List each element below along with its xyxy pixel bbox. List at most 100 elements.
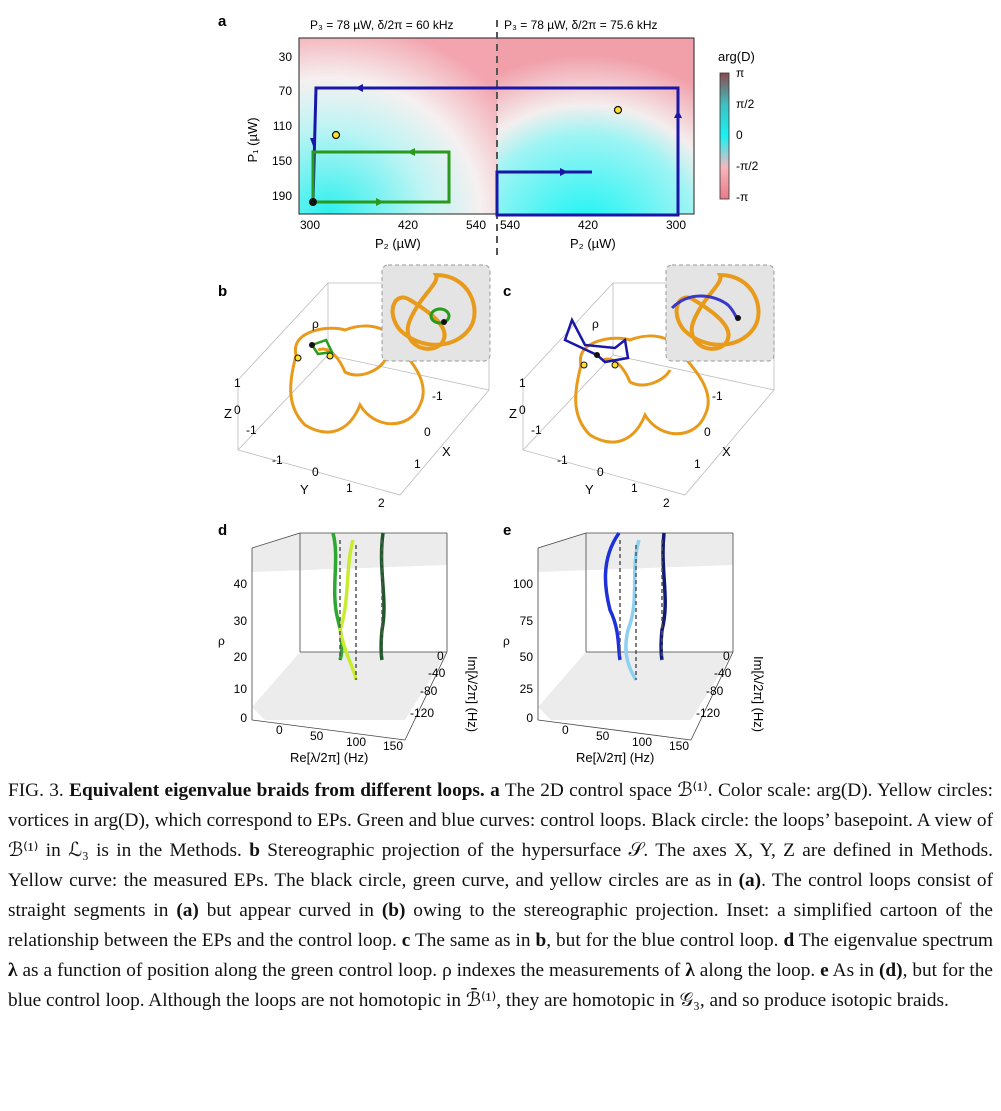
basepoint	[594, 352, 600, 358]
caption-panel-c-text: The same as in	[414, 930, 531, 951]
basepoint	[309, 198, 317, 206]
im-axis-label: Im[λ/2π] (Hz)	[465, 656, 480, 732]
ytick: 110	[273, 119, 292, 133]
ep-vortex	[611, 361, 619, 369]
heatmap-left	[299, 38, 497, 214]
im-tick: -40	[714, 666, 732, 680]
caption-ref: (a)	[738, 870, 762, 891]
caption-fig-number: FIG. 3.	[8, 780, 64, 801]
re-tick: 0	[276, 723, 283, 737]
blue-control-loop	[311, 86, 680, 217]
green-control-loop	[311, 150, 451, 204]
blue-loop-arrow	[310, 138, 316, 146]
panel-c-rho: ρ	[592, 317, 599, 331]
panel-a-label: a	[218, 13, 227, 30]
ytick: 190	[272, 189, 292, 203]
re-tick: 50	[310, 729, 324, 743]
caption-ref: b	[535, 930, 547, 951]
colorbar-tick: 0	[736, 128, 743, 142]
x-axis-label: X	[442, 444, 451, 459]
z-axis-label: Z	[509, 406, 517, 421]
eigenvalue-strand-2	[338, 539, 358, 681]
ytick: 2	[663, 496, 670, 510]
figure-3: a P₃ = 78 µW, δ/2π = 60 kHz P₃ = 78 µW, …	[218, 13, 775, 765]
caption-panel-d-text3: along the loop.	[699, 960, 816, 981]
panel-d-bottom-plane	[252, 652, 447, 720]
eigenvalue-strand-3	[659, 532, 667, 661]
xtick: 1	[694, 457, 701, 471]
im-tick: 0	[723, 649, 730, 663]
im-tick: -80	[706, 684, 724, 698]
ytick: 30	[279, 50, 293, 64]
caption-panel-d-text: The eigenvalue spectrum	[798, 930, 993, 951]
caption-panel-d-text2: as a function of position along the gree…	[22, 960, 681, 981]
colorbar-tick: π	[736, 66, 744, 80]
ytick: 2	[378, 496, 385, 510]
ep-vortex	[294, 354, 302, 362]
rho-tick: 75	[520, 614, 534, 628]
caption-lambda: λ	[685, 960, 695, 981]
ep-curve	[289, 324, 425, 434]
re-axis-label: Re[λ/2π] (Hz)	[290, 750, 368, 765]
rho-tick: 30	[234, 614, 248, 628]
colorbar-tick: π/2	[736, 97, 755, 111]
figure-canvas: a P₃ = 78 µW, δ/2π = 60 kHz P₃ = 78 µW, …	[218, 13, 775, 765]
inset-trefoil	[674, 272, 761, 351]
ytick: 70	[279, 84, 293, 98]
panel-d-rho: ρ	[218, 634, 225, 648]
blue-loop-projection	[563, 316, 630, 364]
caption-title: Equivalent eigenvalue braids from differ…	[69, 780, 485, 801]
re-tick: 100	[346, 735, 366, 749]
xtick-left: 300	[300, 218, 320, 232]
xtick: 1	[414, 457, 421, 471]
caption-panel-c-label: c	[401, 930, 411, 951]
y-axis-label: Y	[300, 482, 309, 497]
green-loop-arrow	[376, 198, 384, 206]
caption-panel-b-text2: . The control loops consist of straight …	[8, 870, 993, 921]
ztick: -1	[531, 423, 542, 437]
caption-panel-b-text: Stereographic projection of the hypersur…	[8, 840, 993, 891]
ep-vortex	[331, 130, 341, 140]
green-loop-projection	[310, 338, 334, 356]
xtick-left: 420	[398, 218, 418, 232]
basepoint	[309, 342, 315, 348]
ztick: 1	[234, 376, 241, 390]
im-tick: -120	[696, 706, 720, 720]
re-tick: 150	[669, 739, 689, 753]
panel-a-right-title: P₃ = 78 µW, δ/2π = 75.6 kHz	[504, 18, 658, 32]
ytick: 150	[272, 154, 292, 168]
panel-e-rho: ρ	[503, 634, 510, 648]
ytick: -1	[272, 453, 283, 467]
caption-panel-b-text4: owing to the stereographic projection. I…	[8, 900, 993, 951]
xtick: 0	[704, 425, 711, 439]
eigenvalue-strand-2	[624, 539, 641, 681]
blue-loop-arrow	[560, 168, 568, 176]
inset-green-loop	[429, 307, 451, 325]
caption-panel-c-text2: , but for the blue control loop.	[546, 930, 779, 951]
caption-ref: (a)	[176, 900, 199, 921]
caption-panel-e-text2: , but for the blue control loop. Althoug…	[8, 960, 993, 1011]
inset-basepoint	[441, 319, 447, 325]
caption-panel-e-text: As in	[832, 960, 875, 981]
panel-b-rho: ρ	[312, 317, 319, 331]
rho-tick: 0	[526, 711, 533, 725]
colorbar-title: arg(D)	[718, 49, 755, 64]
panel-a-xlabel-left: P₂ (µW)	[375, 236, 421, 251]
ytick: 1	[631, 481, 638, 495]
re-axis-label: Re[λ/2π] (Hz)	[576, 750, 654, 765]
colorbar-tick: -π/2	[736, 159, 759, 173]
panel-c-label: c	[503, 283, 511, 300]
re-tick: 100	[632, 735, 652, 749]
ztick: 0	[519, 403, 526, 417]
ep-vortex	[613, 105, 623, 115]
eigenvalue-strand-1	[331, 532, 344, 661]
panel-b-label: b	[218, 283, 227, 300]
x-axis-label: X	[722, 444, 731, 459]
xtick-right: 540	[500, 218, 520, 232]
caption-ref: (d)	[879, 960, 903, 981]
ytick: 0	[312, 465, 319, 479]
y-axis-label: Y	[585, 482, 594, 497]
panel-a-left-title: P₃ = 78 µW, δ/2π = 60 kHz	[310, 18, 453, 32]
caption-panel-b-label: b	[249, 840, 260, 861]
xtick-right: 420	[578, 218, 598, 232]
